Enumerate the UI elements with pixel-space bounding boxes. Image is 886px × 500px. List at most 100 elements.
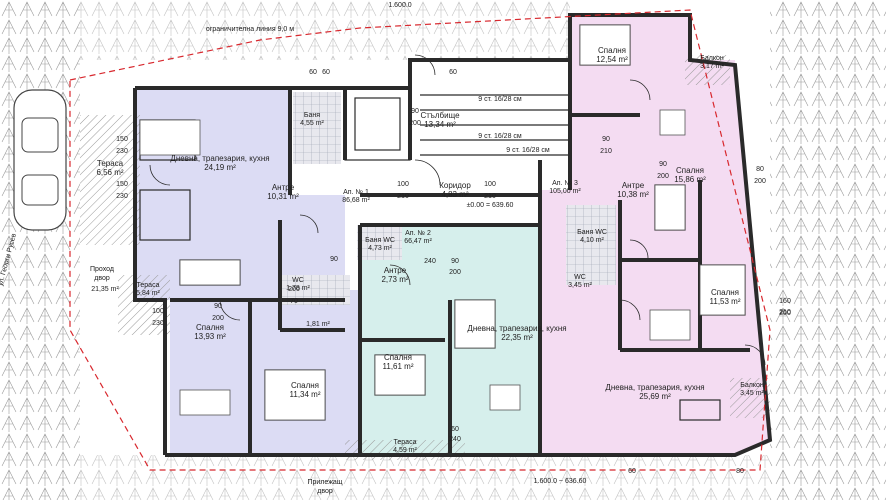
room-name: Антре	[621, 181, 645, 190]
dim: 200	[779, 310, 791, 317]
passage-left-sub: двор	[94, 275, 110, 282]
room-area: 13,34 m²	[424, 120, 456, 129]
dim: 80	[756, 166, 764, 173]
limit-line-label: ограничителна линия 9,0 м	[205, 26, 295, 33]
apartment-1-zone	[135, 88, 360, 455]
zero-level: ±0.00 = 639.60	[466, 202, 514, 209]
dim: 60	[309, 69, 317, 76]
dim: 90	[659, 161, 667, 168]
room-area: 66,47 m²	[404, 238, 432, 245]
room-name: WC	[292, 277, 304, 284]
dim: 80	[736, 468, 744, 475]
room-area: 6,56 m²	[96, 168, 124, 177]
room-area: 4,10 m²	[580, 237, 604, 244]
dim: 90	[411, 108, 419, 115]
dim: 60	[628, 468, 636, 475]
room-name: Ап. № 2	[405, 230, 431, 237]
room-name: Баня WC	[577, 229, 607, 236]
room-area: 4,73 m²	[368, 245, 392, 252]
room-area: 11,61 m²	[382, 362, 414, 371]
terrace-left-hatch	[80, 115, 140, 245]
dim: 200	[212, 315, 224, 322]
dim: 70	[290, 298, 298, 305]
dim: 60	[449, 69, 457, 76]
dim: 240	[424, 258, 436, 265]
dim: 230	[152, 320, 164, 327]
dim: 210	[779, 309, 791, 316]
passage-left: Проход	[90, 266, 114, 273]
dim: 210	[600, 148, 612, 155]
area-left: 21,35 m²	[91, 286, 119, 293]
room-name: WC	[574, 274, 586, 281]
dim: 90	[602, 136, 610, 143]
passage-bottom: Прилежащ	[307, 479, 343, 486]
dim: 200	[288, 286, 300, 293]
dim: 200	[409, 120, 421, 127]
room-storage-apt1: 1,81 m²	[306, 321, 330, 329]
stair-note-2: 9 ст. 16/28 см	[478, 133, 522, 140]
dim: 60	[322, 69, 330, 76]
room-area: 11,53 m²	[709, 297, 741, 306]
room-name: Балкон	[700, 55, 724, 62]
room-name: Спалня	[384, 353, 412, 362]
room-name: Балкон	[740, 382, 764, 389]
room-area: 4,59 m²	[393, 447, 417, 454]
bath-apt3-tiles	[566, 205, 616, 255]
room-area: 105,00 m²	[549, 188, 581, 195]
room-area: 4,83 m²	[441, 190, 469, 199]
room-area: 5,84 m²	[136, 290, 160, 297]
vegetation-top	[80, 0, 570, 60]
room-name: Спалня	[196, 323, 224, 332]
dim: 150	[116, 136, 128, 143]
room-name: Дневна, трапезария, кухня	[467, 324, 567, 333]
room-area: 1,78 m²	[286, 285, 310, 292]
bath-top-tiles	[293, 92, 341, 164]
room-area: 25,69 m²	[639, 392, 671, 401]
furniture	[139, 24, 746, 421]
vegetation-bottom	[80, 455, 770, 500]
room-area: 3,45 m²	[740, 390, 764, 397]
room-area: 3,45 m²	[568, 282, 592, 289]
dim: 160	[779, 298, 791, 305]
top-elevation: 1.600.0	[388, 2, 412, 9]
room-area: 1,81 m²	[306, 321, 330, 328]
apartment-3-zone	[540, 15, 770, 455]
room-name: Дневна, трапезария, кухня	[170, 154, 270, 163]
room-area: 3,17 m²	[700, 63, 724, 70]
room-name: Спалня	[291, 381, 319, 390]
room-name: Ап. № 3	[552, 180, 578, 187]
room-name: Антре	[271, 183, 295, 192]
dim: 230	[116, 148, 128, 155]
dim: 230	[116, 193, 128, 200]
room-name: Тераса	[96, 159, 124, 168]
site-boundary	[69, 9, 771, 471]
passage-bottom-sub: двор	[317, 488, 333, 495]
dim: 210	[484, 193, 496, 200]
room-area: 2,73 m²	[381, 275, 409, 284]
room-name: Спалня	[598, 46, 626, 55]
room-name: Тераса	[136, 282, 160, 289]
room-area: 10,38 m²	[617, 190, 649, 199]
